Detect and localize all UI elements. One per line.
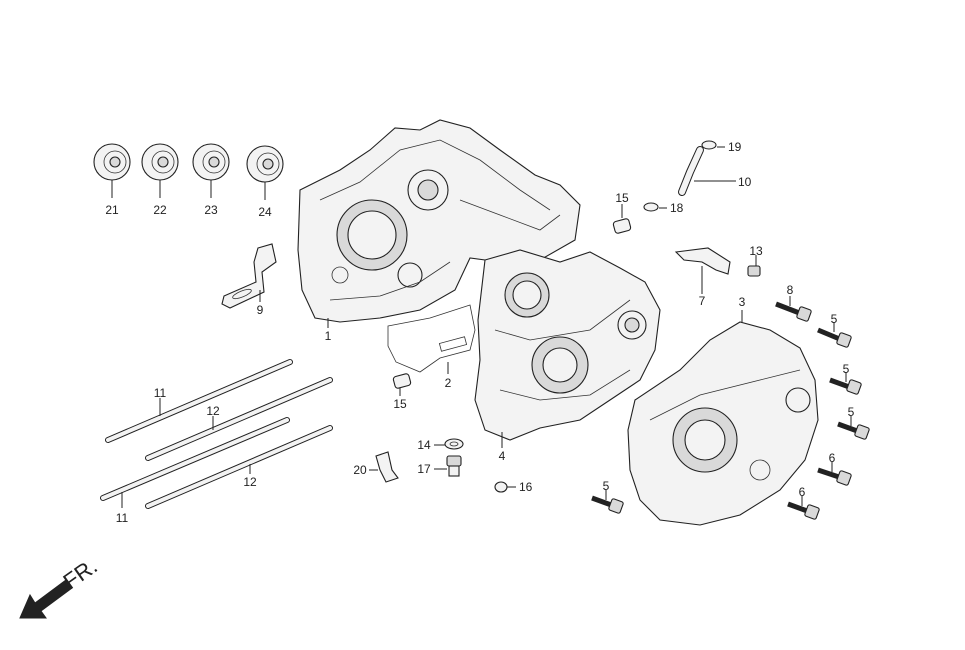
bearing-22 xyxy=(141,143,179,198)
bolt-6-b xyxy=(787,496,820,520)
callout-label: 1 xyxy=(325,329,332,343)
bolt-5-c xyxy=(837,416,870,440)
callout-label: 5 xyxy=(843,362,850,376)
dowel-pin-15-lower xyxy=(392,373,412,396)
callout-label: 5 xyxy=(603,479,610,493)
callout-label: 7 xyxy=(699,294,706,308)
callout-label: 15 xyxy=(615,191,629,205)
callout-label: 18 xyxy=(670,201,684,215)
bracket-9 xyxy=(221,243,277,309)
clamp-18 xyxy=(643,202,667,212)
callout-label: 12 xyxy=(206,404,220,418)
stud-11-lower xyxy=(100,417,290,508)
bolt-5-a xyxy=(817,322,852,348)
bolt-13 xyxy=(747,255,761,277)
callout-label: 14 xyxy=(417,438,431,452)
callout-label: 11 xyxy=(116,511,129,525)
clamp-19 xyxy=(701,140,725,150)
bolt-8 xyxy=(775,296,812,322)
callout-label: 13 xyxy=(749,244,763,258)
bolt-6-a xyxy=(817,462,852,486)
clip-20 xyxy=(369,451,399,483)
callout-label: 21 xyxy=(105,203,119,217)
bolt-5-b xyxy=(829,372,862,395)
stud-12-upper xyxy=(145,377,333,461)
callout-label: 10 xyxy=(738,175,752,189)
callout-label: 3 xyxy=(739,295,746,309)
callout-label: 8 xyxy=(787,283,794,297)
callout-label: 17 xyxy=(417,462,431,476)
drain-bolt-17 xyxy=(434,455,462,477)
bearing-23 xyxy=(192,143,230,198)
callout-label: 24 xyxy=(258,205,272,219)
hose-10 xyxy=(678,146,736,196)
bolt-5-d xyxy=(591,490,624,514)
dowel-pin-15-upper xyxy=(612,204,632,234)
callout-label: 11 xyxy=(154,386,167,400)
front-direction-arrow-icon xyxy=(19,579,73,619)
left-crankcase-1 xyxy=(297,119,581,328)
callout-label: 9 xyxy=(257,303,264,317)
gasket-2 xyxy=(387,304,476,374)
callout-label: 16 xyxy=(519,480,533,494)
callout-label: 6 xyxy=(829,451,836,465)
callout-label: 15 xyxy=(393,397,407,411)
callout-labels: 1 2 3 4 5 5 5 5 5 6 6 7 8 9 10 11 11 12 … xyxy=(59,140,855,594)
stud-11-upper xyxy=(105,359,293,443)
center-crankcase-4 xyxy=(474,249,661,448)
bearing-21 xyxy=(93,143,131,198)
callout-label: 4 xyxy=(499,449,506,463)
callout-label: 23 xyxy=(204,203,218,217)
right-crankcase-3 xyxy=(627,310,819,526)
callout-label: 19 xyxy=(728,140,742,154)
callout-label: 22 xyxy=(153,203,167,217)
callout-label: 2 xyxy=(445,376,452,390)
washer-14 xyxy=(434,438,464,450)
stud-12-lower xyxy=(145,425,333,509)
callout-label: 5 xyxy=(831,312,838,326)
bracket-7 xyxy=(674,247,731,294)
callout-label: 20 xyxy=(353,463,367,477)
callout-label: 6 xyxy=(799,485,806,499)
bearing-24 xyxy=(246,145,284,200)
o-ring-16 xyxy=(494,481,516,493)
callout-label: 12 xyxy=(243,475,257,489)
callout-label: 5 xyxy=(848,405,855,419)
